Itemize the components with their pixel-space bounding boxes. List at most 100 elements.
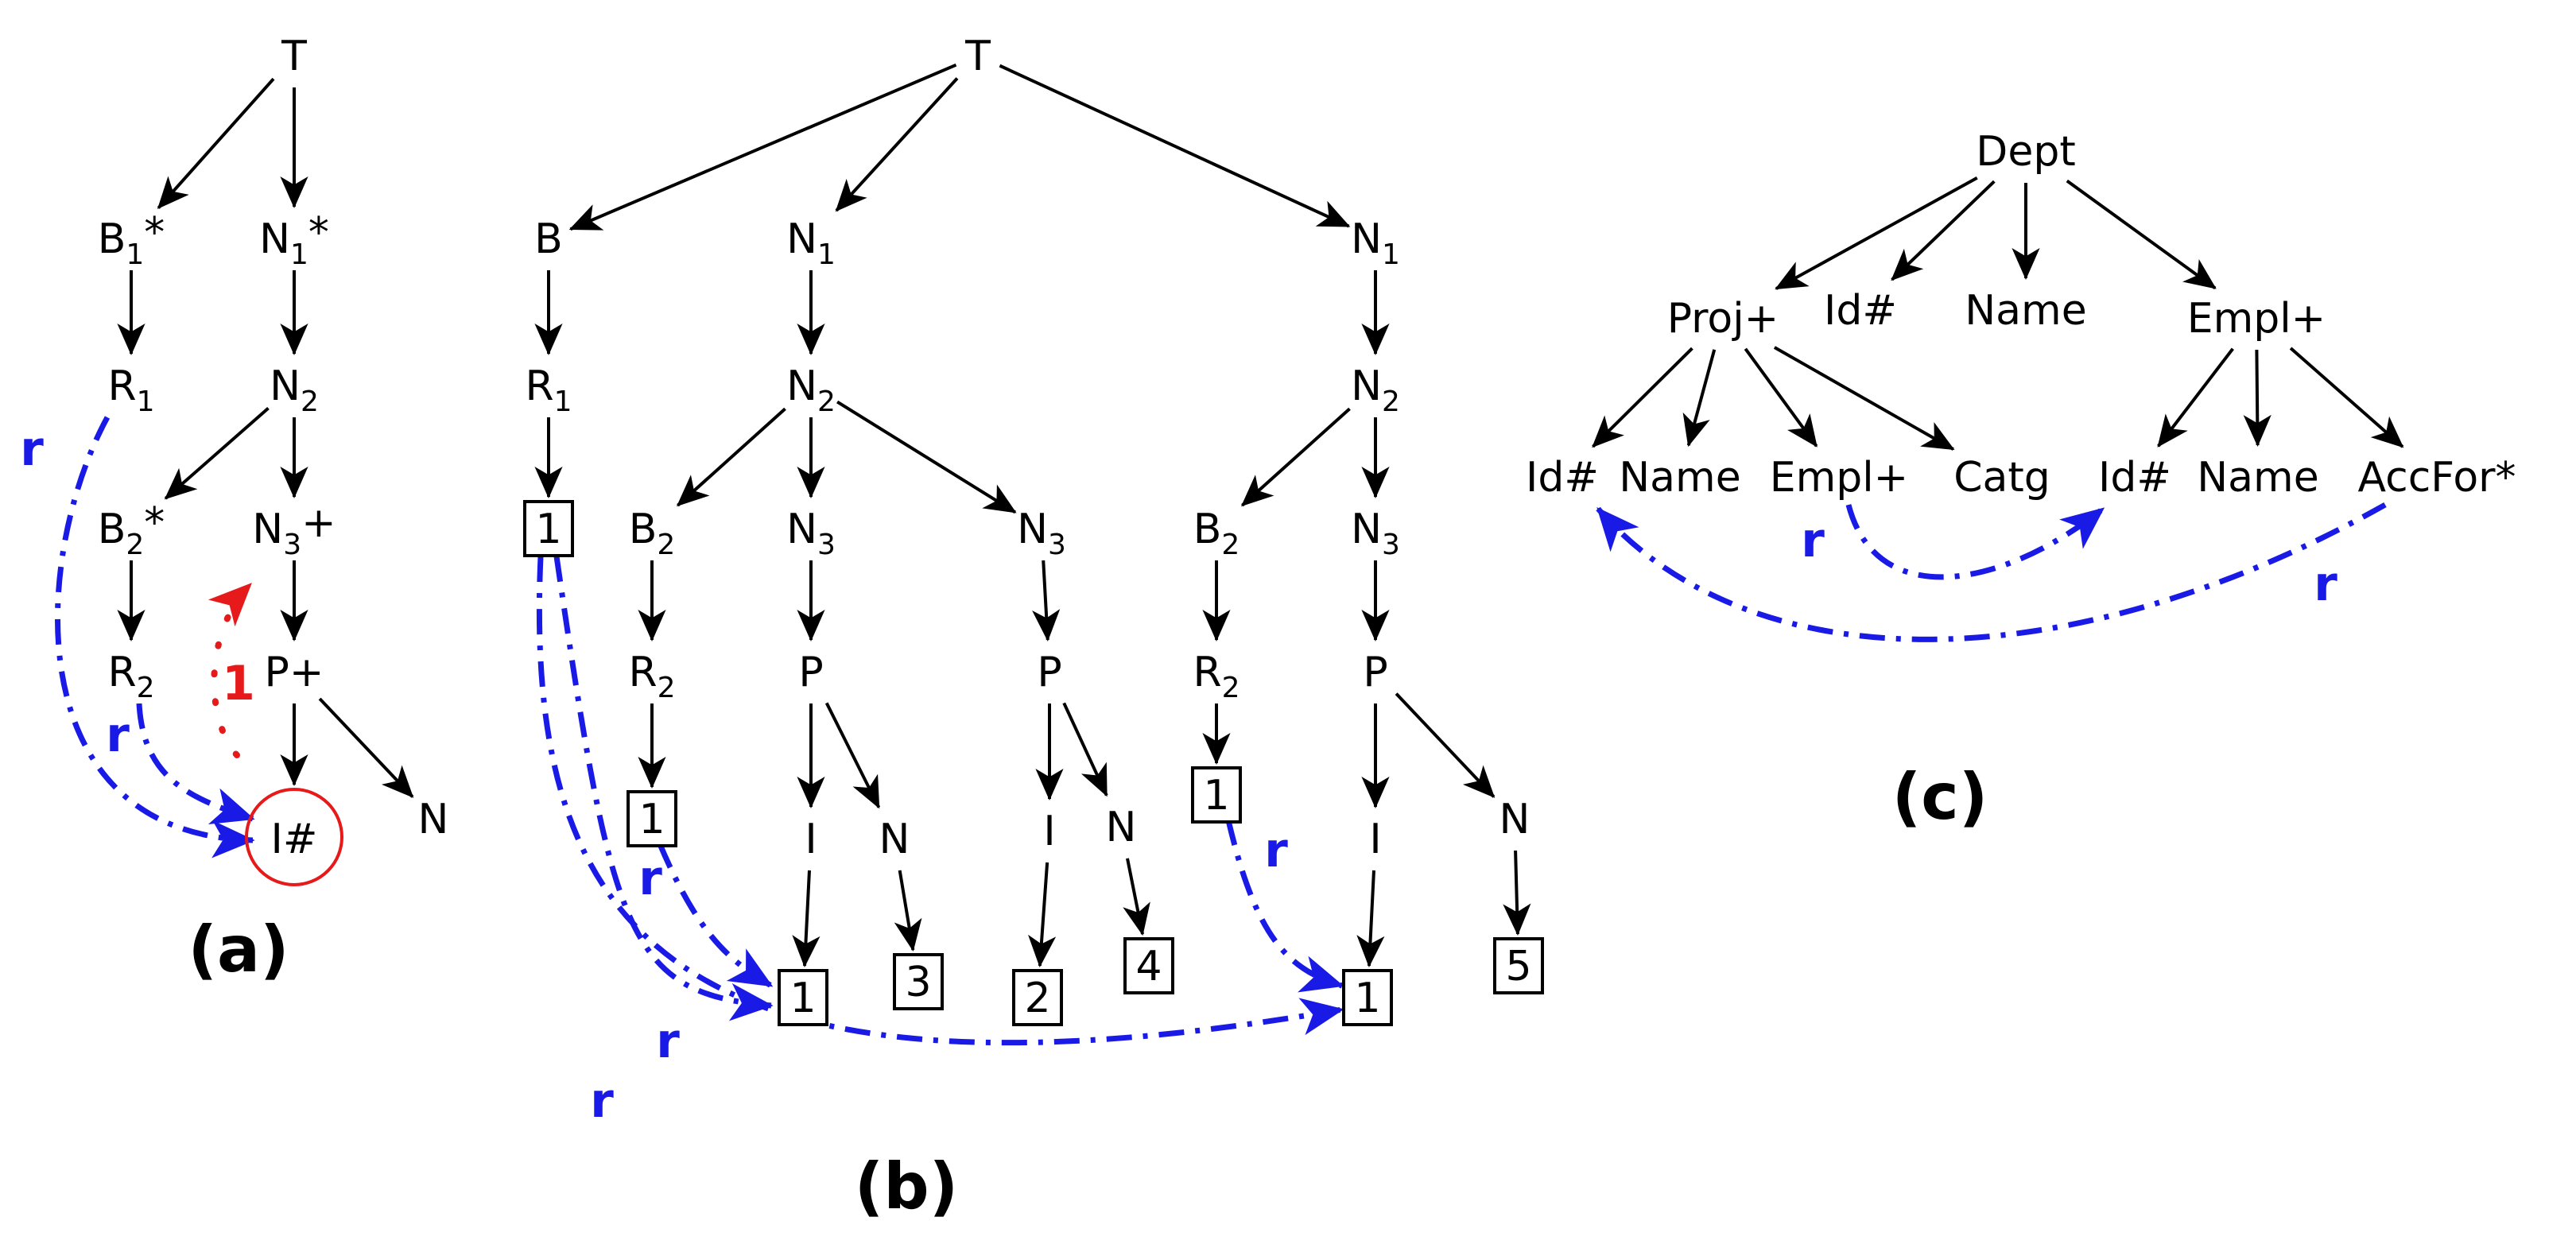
highlight-circle <box>245 788 343 886</box>
node-label: N3 <box>1351 506 1400 561</box>
node-label: N1 <box>1351 215 1400 271</box>
tree-edge-b_N3b-b_Pb <box>1032 560 1061 642</box>
node-label: P <box>1363 649 1387 696</box>
node-label: Catg <box>1953 454 2050 502</box>
node-label-subscript: 1 <box>290 238 308 271</box>
tree-edge-c_Proj-c_PEmpl <box>1744 347 1818 448</box>
node-b_V1a: 1 <box>523 500 574 557</box>
tree-edge-b_T-b_B <box>568 63 957 231</box>
node-label: R1 <box>107 362 154 418</box>
node-b_N1a: N1 <box>786 215 836 271</box>
node-label: Name <box>1965 287 2086 335</box>
node-a_P: P+ <box>265 649 324 696</box>
value-box <box>1493 937 1544 994</box>
node-label-main: 4 <box>1135 943 1162 990</box>
node-label: N3+ <box>252 499 336 561</box>
value-box <box>893 953 944 1010</box>
node-b_V3: 3 <box>893 953 944 1010</box>
constraint-label: 1 <box>222 656 255 711</box>
node-label-main: N <box>786 215 817 263</box>
node-label: 1 <box>1203 772 1229 820</box>
node-label-main: Id# <box>2098 454 2171 502</box>
node-label: 1 <box>789 975 816 1022</box>
node-label-main: R <box>107 649 136 696</box>
tree-edge-b_N2a-b_B2a <box>676 407 786 507</box>
value-box <box>523 500 574 557</box>
node-a_R2: R2 <box>107 649 154 704</box>
value-box <box>1123 937 1174 994</box>
node-label: I <box>1043 808 1055 855</box>
node-label-subscript: 3 <box>283 529 301 561</box>
tree-edge-b_T-b_N1a <box>835 77 959 212</box>
node-c_PName: Name <box>1619 454 1740 502</box>
tree-edge-c_Empl-c_EId <box>2157 347 2234 448</box>
node-label-subscript: 3 <box>1382 529 1400 561</box>
node-label-main: P <box>798 649 823 696</box>
node-label-main: 3 <box>905 959 931 1006</box>
node-label-subscript: 2 <box>657 529 675 561</box>
node-label: B <box>534 215 563 263</box>
node-b_R2b: R2 <box>1193 649 1240 704</box>
node-label: R2 <box>107 649 154 704</box>
node-b_V1e: 1 <box>1342 969 1393 1026</box>
node-label: Name <box>2197 454 2318 502</box>
node-label-main: AccFor* <box>2357 454 2516 502</box>
node-b_Nb: N <box>1106 804 1137 851</box>
tree-edge-c_Dept-c_Proj <box>1775 176 1978 290</box>
node-label-subscript: 2 <box>137 672 155 704</box>
node-label-main: N <box>1351 362 1382 410</box>
tree-edge-c_Dept-c_Id <box>1891 180 1996 281</box>
node-label-main: N <box>418 796 449 843</box>
tree-edge-b_N2b-b_B2b <box>1240 407 1351 507</box>
node-label: 4 <box>1135 943 1162 990</box>
node-label: 1 <box>1354 975 1380 1022</box>
node-label: Dept <box>1976 128 2075 176</box>
reference-label: r <box>1801 513 1825 568</box>
node-c_PId: Id# <box>1526 454 1599 502</box>
node-label-main: 1 <box>638 796 665 843</box>
node-label: Id# <box>2098 454 2171 502</box>
node-label-main: T <box>964 33 991 80</box>
reference-arrow-2 <box>553 556 774 1021</box>
node-label-main: Empl+ <box>1770 454 1909 502</box>
reference-arrow-7 <box>1596 502 2387 642</box>
node-label: Empl+ <box>2187 295 2326 343</box>
node-b_R2a: R2 <box>628 649 675 704</box>
node-c_Empl: Empl+ <box>2187 295 2326 343</box>
reference-label: r <box>2314 556 2337 612</box>
node-label: N <box>418 796 449 843</box>
node-label-main: 1 <box>1203 772 1229 820</box>
reference-label: r <box>1264 823 1288 878</box>
node-label: T <box>964 33 991 80</box>
node-label: Name <box>1619 454 1740 502</box>
node-b_V1b: 1 <box>627 790 677 847</box>
node-label: N2 <box>1351 362 1400 418</box>
node-label: N <box>1106 804 1137 851</box>
node-label-subscript: 3 <box>1048 529 1066 561</box>
edges-layer <box>117 63 2404 968</box>
node-label-subscript: 3 <box>817 529 836 561</box>
reference-label: r <box>106 707 130 763</box>
node-label-main: B <box>629 506 658 553</box>
node-b_Ia: I <box>805 816 817 863</box>
value-box <box>1342 969 1393 1026</box>
caption-a: (a) <box>188 913 289 986</box>
node-a_R1: R1 <box>107 362 154 418</box>
reference-label: r <box>656 1014 680 1069</box>
node-label: N2 <box>786 362 836 418</box>
node-label-main: Proj+ <box>1667 295 1779 343</box>
node-label-main: Name <box>1965 287 2086 335</box>
node-label-main: R <box>1193 649 1221 696</box>
node-label-main: T <box>281 33 307 80</box>
node-label-main: Dept <box>1976 128 2075 176</box>
node-b_Nc: N <box>1499 796 1530 843</box>
node-a_T: T <box>281 33 307 80</box>
node-label-main: N <box>270 362 301 410</box>
tree-edge-c_Proj-c_Catg <box>1773 346 1955 451</box>
node-b_Ib: I <box>1043 808 1055 855</box>
node-a_B2: B2* <box>98 499 165 561</box>
node-label: N3 <box>786 506 836 561</box>
node-label: N1 <box>786 215 836 271</box>
tree-edge-b_T-b_N1b <box>999 64 1351 228</box>
